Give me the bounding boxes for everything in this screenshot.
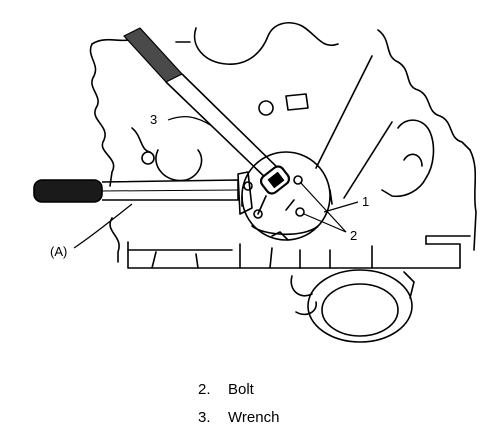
legend-number: 2.	[198, 381, 211, 398]
block-right-edge	[469, 149, 477, 251]
flange-rib-4	[269, 247, 273, 269]
wrench-shaft	[165, 73, 283, 183]
legend: 2. Bolt 3. Wrench	[198, 376, 279, 432]
callout-3: 3	[150, 112, 157, 127]
right-lobe-inner	[403, 153, 423, 167]
right-lobe	[381, 119, 435, 198]
plate-hole-2	[293, 175, 303, 185]
sprocket-notch	[271, 231, 289, 241]
lower-bracket-right	[403, 271, 415, 299]
flange-rib-1	[151, 251, 157, 269]
block-right-outline	[377, 29, 471, 151]
bolt-head	[267, 171, 285, 189]
left-lobe-hole	[141, 151, 155, 165]
crank-pulley-inner	[321, 283, 399, 337]
lower-bracket-left	[290, 275, 317, 316]
flange-rail	[127, 241, 461, 269]
leader-1	[323, 201, 359, 213]
boss-top	[285, 93, 309, 111]
callout-2: 2	[350, 228, 357, 243]
left-lobe	[155, 149, 203, 182]
leader-2a	[299, 181, 347, 233]
leader-2b	[303, 213, 347, 233]
block-diagonal-edge-2	[343, 121, 393, 199]
plate-slot-1	[257, 195, 267, 215]
block-left-outline	[89, 43, 120, 263]
legend-item-bolt: 2. Bolt	[198, 376, 279, 404]
holding-tool-a	[33, 171, 253, 215]
callout-1: 1	[362, 194, 369, 209]
leader-a	[73, 203, 133, 249]
flange-rib-2	[195, 253, 199, 269]
block-top-outline	[91, 38, 129, 45]
tool-handle-grip	[33, 179, 103, 203]
sprocket-flat	[241, 189, 333, 207]
sprocket-rim	[251, 225, 319, 236]
legend-label: Wrench	[228, 409, 280, 426]
tool-fork	[237, 171, 253, 215]
left-rib	[131, 127, 151, 153]
casting-top	[193, 22, 339, 65]
legend-label: Bolt	[228, 381, 254, 398]
plate-slot-2	[285, 199, 295, 211]
block-diagonal-edge	[315, 55, 373, 169]
crank-pulley	[307, 269, 413, 343]
flange-right-step	[425, 235, 471, 245]
plate-hole-4	[295, 207, 305, 217]
legend-number: 3.	[198, 409, 211, 426]
plate-hole-1	[243, 181, 253, 191]
boss-hole	[258, 100, 274, 116]
wrench-handle	[123, 27, 183, 83]
leader-3	[167, 116, 213, 127]
wrench	[123, 27, 291, 195]
callout-a: (A)	[50, 244, 67, 259]
plate-hole-3	[253, 209, 263, 219]
legend-item-wrench: 3. Wrench	[198, 404, 279, 432]
tool-shaft-center	[101, 189, 239, 192]
